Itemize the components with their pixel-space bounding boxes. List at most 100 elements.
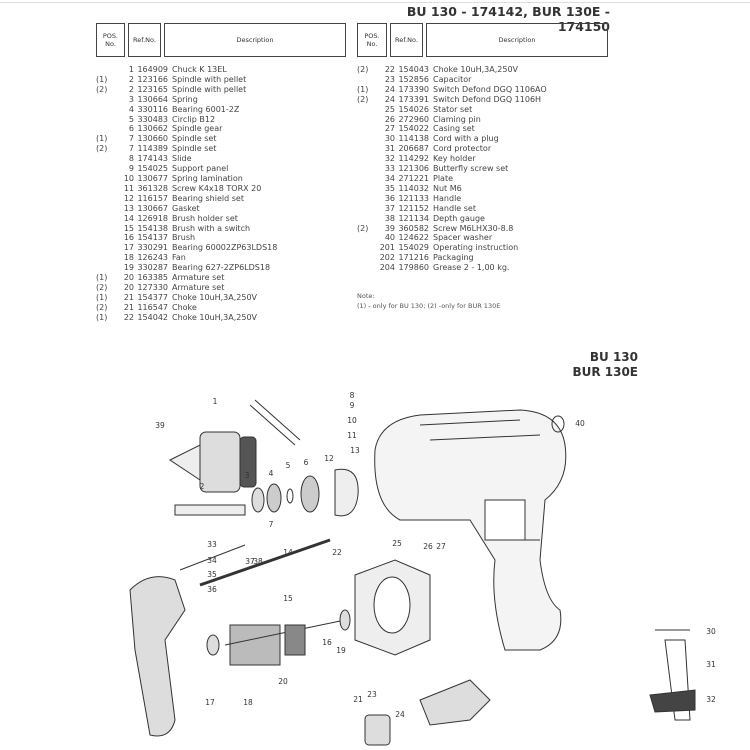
ref-no: 154042 [137,312,168,322]
ref-no: 330116 [137,104,168,114]
top-rule [0,2,750,3]
stator [354,559,431,656]
description: Spindle gear [172,124,223,134]
model-note: (1) [96,74,108,84]
ref-no: 130664 [137,94,168,104]
pos-no: 14 [123,213,134,223]
ref-no: 154029 [398,243,429,253]
pos-no: 16 [123,233,134,243]
ref-no: 361328 [137,183,168,193]
description: Chuck K 13EL [172,65,227,74]
pos-no: 20 [123,282,134,292]
ref-no: 173390 [398,84,429,94]
description: Depth gauge [433,213,485,223]
description: Stator set [433,104,473,114]
ref-no: 174143 [137,154,168,164]
pos-no: 35 [384,183,395,193]
ref-no: 171216 [398,253,429,263]
callout-11: 11 [347,431,357,440]
description: Gasket [172,203,200,213]
callout-23: 23 [367,690,377,699]
description: Handle set [433,203,476,213]
callout-37: 37 [245,557,255,566]
pos-no: 10 [123,173,134,183]
pos-no: 20 [123,273,134,283]
pos-no: 30 [384,134,395,144]
pos-no: 2 [128,84,134,94]
description: Butterfly screw set [433,164,509,174]
model-note: (1) [96,134,108,144]
callout-8: 8 [350,391,355,400]
ref-no: 173391 [398,94,429,104]
callout-2: 2 [200,482,205,491]
pos-no: 33 [384,164,395,174]
ref-no: 154026 [398,104,429,114]
callout-3: 3 [245,471,250,480]
callout-7: 7 [269,520,274,529]
description: Spindle set [172,134,217,144]
pos-no: 7 [128,134,134,144]
ref-no: 163385 [137,273,168,283]
callout-30: 30 [706,627,716,636]
description: Brush [172,233,196,243]
description: Fan [172,253,186,263]
description: Cord with a plug [433,134,499,144]
ref-no: 130662 [137,124,168,134]
pos-no: 21 [123,292,134,302]
header-pos: POS. No. [357,23,387,57]
description: Switch Defond DGQ 1106AO [433,84,547,94]
ref-no: 154137 [137,233,168,243]
model-label-bur130e: BUR 130E [572,365,638,379]
description: Casing set [433,124,475,134]
ref-no: 121134 [398,213,429,223]
callout-38: 38 [253,557,263,566]
ref-no: 116547 [137,302,168,312]
ref-no: 164909 [137,65,168,74]
callout-33: 33 [207,540,217,549]
description: Support panel [172,164,229,174]
callout-24: 24 [395,710,405,719]
callout-13: 13 [350,446,360,455]
side-handle [129,538,331,737]
pos-no: 8 [128,154,134,164]
pos-no: 26 [384,114,395,124]
description: Screw K4x18 TORX 20 [172,183,262,193]
chuck [169,399,301,493]
ref-no: 121306 [398,164,429,174]
ref-no: 126243 [137,253,168,263]
ref-no: 121133 [398,193,429,203]
pos-no: 5 [128,114,134,124]
ref-no: 179860 [398,263,429,273]
note: Note: (1) - only for BU 130; (2) -only f… [357,291,500,311]
pos-no: 38 [384,213,395,223]
description: Screw M6LHX30-8.8 [433,223,514,233]
description: Spacer washer [433,233,493,243]
